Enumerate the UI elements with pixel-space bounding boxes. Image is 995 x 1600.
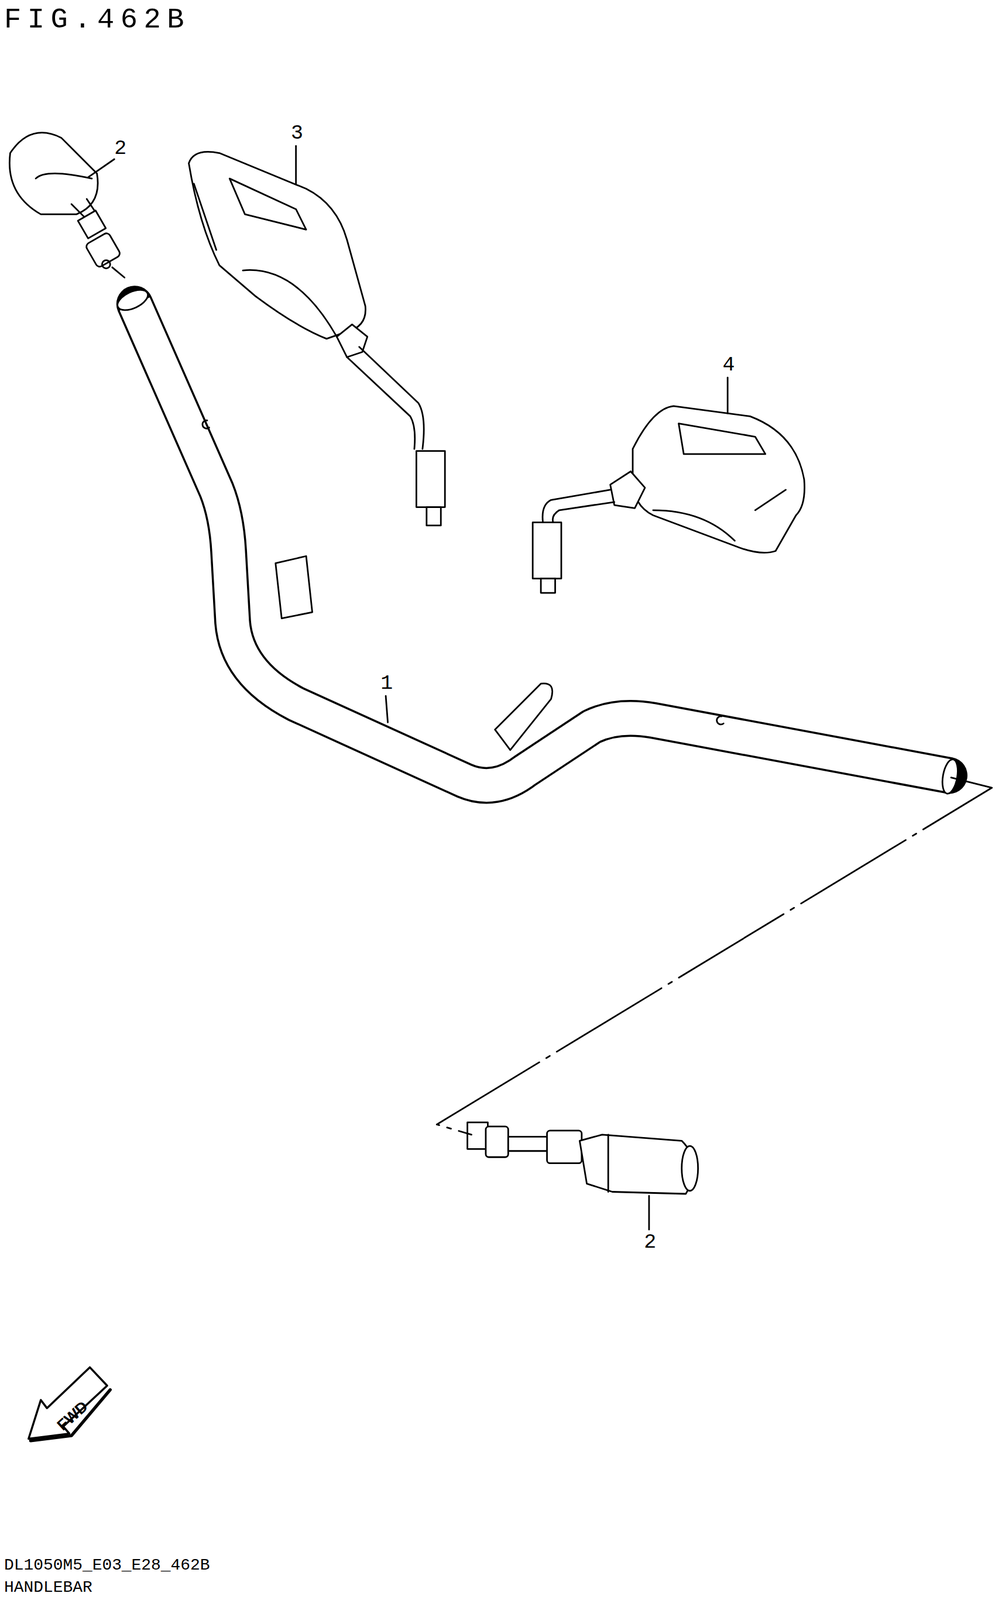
- callout-number: 3: [290, 123, 304, 144]
- callout-number: 2: [114, 138, 127, 160]
- figure-title: FIG.462B: [4, 5, 191, 35]
- callout-number: 4: [722, 355, 735, 376]
- drawing-code: DL1050M5_E03_E28_462B: [4, 1557, 211, 1574]
- callout-number: 1: [380, 673, 393, 695]
- figure-name: HANDLEBAR: [4, 1579, 93, 1597]
- callout-number: 2: [643, 1232, 657, 1254]
